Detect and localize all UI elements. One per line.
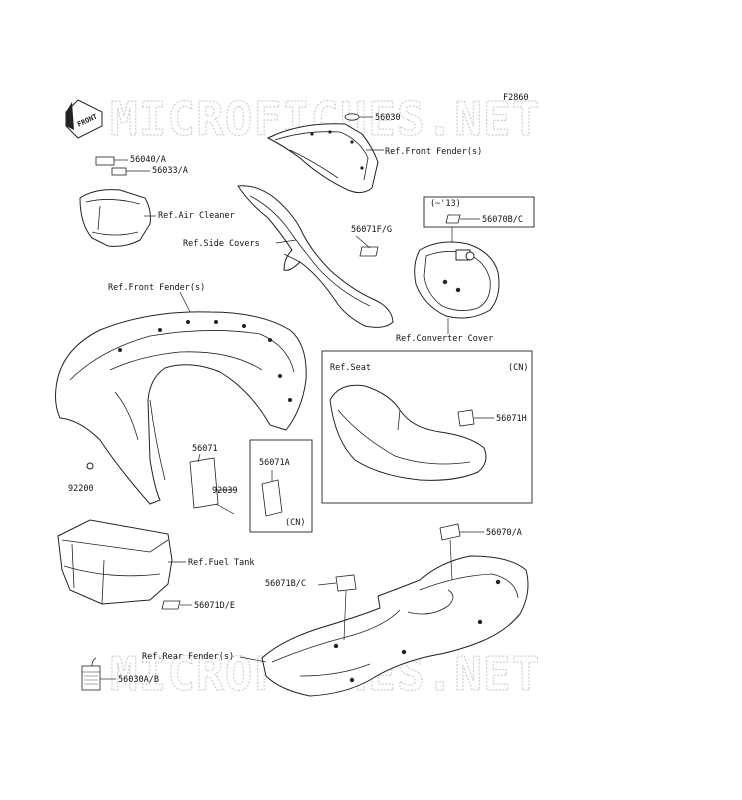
callout-56070bc: 56070B/C: [482, 215, 523, 225]
cn-56071a-box: [249, 439, 313, 533]
label-56071bc-tag: [335, 574, 357, 592]
label-56030ab-tag: [81, 657, 101, 691]
front-fender-main-part: [55, 311, 307, 505]
callout-cn-seat: (CN): [508, 363, 528, 373]
label-56071h-tag: [457, 409, 475, 427]
callout-56071h: 56071H: [496, 414, 527, 424]
callout-56030ab: 56030A/B: [118, 675, 159, 685]
callout-56040: 56040/A: [130, 155, 166, 165]
callout-56071de: 56071D/E: [194, 601, 235, 611]
callout-56030: 56030: [375, 113, 401, 123]
callout-ref-front-fender-left: Ref.Front Fender(s): [108, 283, 205, 293]
label-56071de-tag: [161, 600, 181, 610]
converter-label-box: [423, 196, 535, 228]
grommet-92200-icon: [86, 462, 94, 470]
callout-56070a: 56070/A: [486, 528, 522, 538]
fuel-tank-part: [57, 519, 173, 605]
callout-ref-fuel-tank: Ref.Fuel Tank: [188, 558, 255, 568]
callout-56033: 56033/A: [152, 166, 188, 176]
callout-ref-front-fender-top: Ref.Front Fender(s): [385, 147, 482, 157]
callout-ref-air-cleaner: Ref.Air Cleaner: [158, 211, 235, 221]
callout-cn-label: (CN): [285, 518, 305, 528]
front-arrow-icon: FRONT: [65, 99, 103, 139]
side-covers-part: [237, 185, 394, 328]
callout-56071: 56071: [192, 444, 218, 454]
rear-fender-part: [261, 555, 529, 697]
seat-part: [329, 384, 487, 481]
figure-code: F2860: [503, 93, 529, 103]
callout-92200: 92200: [68, 484, 94, 494]
label-56070a-tag: [439, 523, 461, 541]
callout-92039: 92039: [212, 486, 238, 496]
seat-box: [321, 350, 533, 504]
label-56071fg-tag: [359, 246, 379, 257]
callout-56071fg: 56071F/G: [351, 225, 392, 235]
label-56071-tag: [189, 457, 219, 509]
front-fender-top-part: [266, 123, 379, 194]
converter-cover-part: [414, 241, 500, 319]
label-56030-tag: [344, 113, 360, 121]
callout-ref-side-covers: Ref.Side Covers: [183, 239, 260, 249]
callout-year-note: (~'13): [430, 199, 461, 209]
callout-56071a: 56071A: [259, 458, 290, 468]
air-cleaner-part: [79, 189, 151, 247]
label-56070bc-tag: [445, 214, 461, 224]
callout-ref-seat: Ref.Seat: [330, 363, 371, 373]
callout-56071bc: 56071B/C: [265, 579, 306, 589]
callout-ref-rear-fender: Ref.Rear Fender(s): [142, 652, 234, 662]
callout-ref-converter-cover: Ref.Converter Cover: [396, 334, 493, 344]
label-56071a-tag: [261, 479, 283, 517]
label-56033-tag: [111, 167, 127, 176]
label-56040-tag: [95, 156, 115, 166]
